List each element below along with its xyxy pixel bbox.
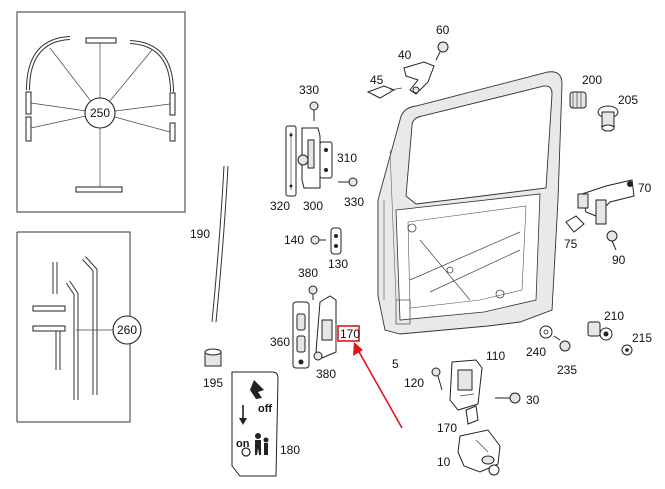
callout-380-top: 380 [298, 266, 318, 280]
lower-rail-parts: 110 120 30 170 10 [404, 349, 540, 476]
callout-205: 205 [618, 93, 638, 107]
upper-rail-parts: 60 40 45 [366, 23, 450, 99]
callout-30: 30 [526, 393, 540, 407]
callout-70: 70 [638, 181, 652, 195]
part-5-door-body: 5 [377, 71, 563, 371]
callout-320: 320 [270, 199, 290, 213]
callout-250: 250 [90, 106, 110, 120]
child-icon [263, 437, 269, 443]
sign-off-text: off [258, 403, 272, 415]
lower-lock-assembly: 380 360 380 170 [270, 266, 403, 429]
callout-75: 75 [564, 237, 578, 251]
parts-200-205: 200 205 [569, 73, 638, 132]
part-195-cap: 195 [203, 348, 223, 390]
highlight-arrow [357, 349, 403, 429]
callout-210: 210 [604, 309, 624, 323]
callout-170-highlighted[interactable]: 170 [340, 327, 360, 341]
callout-180: 180 [280, 443, 300, 457]
parts-140-130: 140 130 [284, 227, 348, 271]
callout-110: 110 [486, 349, 505, 363]
lower-roller-parts: 210 215 240 235 [526, 309, 652, 377]
callout-40: 40 [398, 48, 412, 62]
callout-330-bottom: 330 [344, 195, 364, 209]
upper-lock-assembly: 330 310 320 300 330 [270, 83, 364, 213]
callout-10: 10 [437, 455, 451, 469]
callout-60: 60 [436, 23, 450, 37]
part-180-warning-sign: off on 180 [231, 371, 300, 477]
sign-on-text: on [236, 438, 250, 450]
callout-200: 200 [582, 73, 602, 87]
callout-5: 5 [392, 357, 399, 371]
callout-140: 140 [284, 233, 304, 247]
callout-circle-260 [112, 315, 142, 345]
callout-circle-250 [84, 97, 116, 129]
callout-190: 190 [190, 227, 210, 241]
callout-130: 130 [328, 257, 348, 271]
highlight-box-170[interactable] [337, 325, 360, 342]
callout-310: 310 [337, 151, 357, 165]
callout-240: 240 [526, 345, 546, 359]
person-icon [255, 433, 261, 439]
part-190-seal-strip: 190 [190, 165, 229, 323]
callout-380-bottom: 380 [316, 367, 336, 381]
callout-195: 195 [203, 376, 223, 390]
callout-170-lower: 170 [437, 421, 457, 435]
callout-235: 235 [557, 363, 577, 377]
callout-330-top: 330 [299, 83, 319, 97]
callout-300: 300 [303, 199, 323, 213]
hinge-parts-70-75-90: 70 75 90 [564, 179, 652, 267]
arrow-head-icon [353, 342, 363, 356]
callout-215: 215 [632, 331, 652, 345]
callout-260: 260 [117, 323, 137, 337]
callout-90: 90 [612, 253, 626, 267]
callout-45: 45 [370, 73, 384, 87]
inset-box-250: 250 [16, 11, 186, 213]
callout-120: 120 [404, 376, 424, 390]
callout-360: 360 [270, 335, 290, 349]
inset-box-260: 260 [16, 231, 142, 423]
